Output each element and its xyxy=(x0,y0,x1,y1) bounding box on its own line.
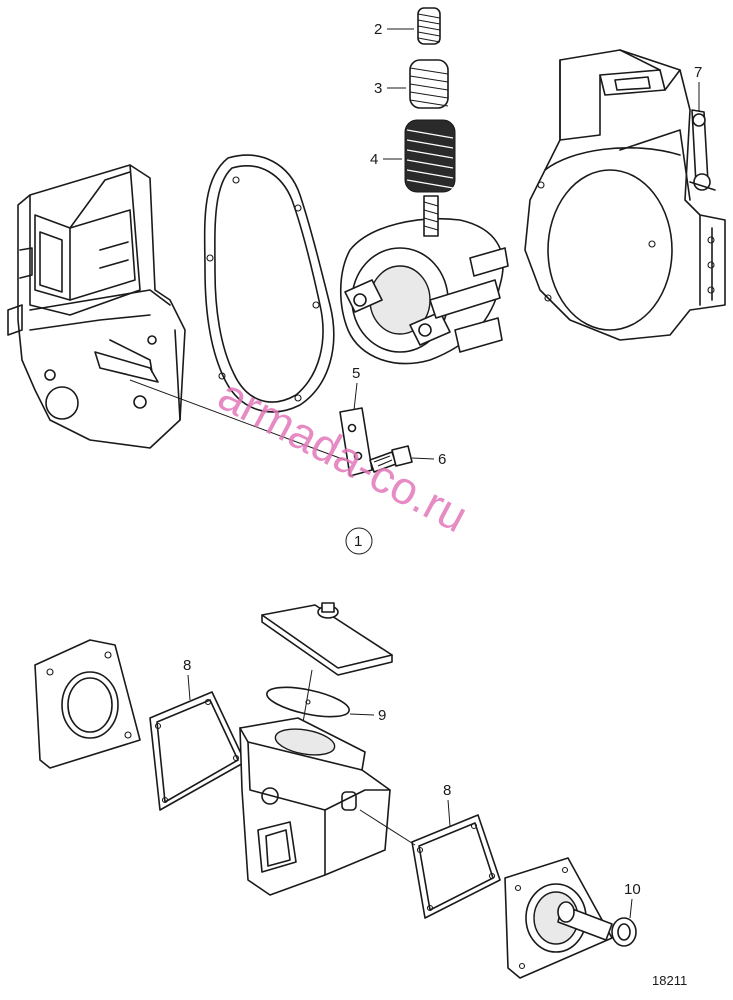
flywheel-housing xyxy=(524,49,726,341)
spring-medium xyxy=(409,59,449,109)
callout-10: 10 xyxy=(624,881,641,919)
label-2: 2 xyxy=(374,21,382,38)
flyweight-assembly xyxy=(339,195,509,365)
label-10: 10 xyxy=(624,881,641,898)
watermark-text: armada-co.ru xyxy=(210,368,476,542)
callout-2: 2 xyxy=(374,21,414,38)
gasket-right xyxy=(411,814,501,919)
label-6: 6 xyxy=(438,451,446,468)
diaphragm-cover xyxy=(261,602,393,676)
lever-arm xyxy=(689,109,716,191)
housing-gasket xyxy=(203,154,335,413)
label-8-right: 8 xyxy=(443,782,451,799)
governor-housing xyxy=(7,164,186,449)
callout-7: 7 xyxy=(694,64,702,112)
callout-4: 4 xyxy=(370,151,402,168)
callout-6: 6 xyxy=(411,451,446,468)
callout-8-right: 8 xyxy=(443,782,451,827)
callout-9: 9 xyxy=(349,707,386,724)
plug xyxy=(557,901,637,947)
end-cover-plate xyxy=(34,639,141,769)
callout-1: 1 xyxy=(345,527,373,555)
figure-reference: 18211 xyxy=(652,973,687,988)
spring-large xyxy=(404,119,456,193)
callout-8-left: 8 xyxy=(183,657,191,701)
valve-body xyxy=(239,717,391,896)
screw-bolt xyxy=(369,445,413,473)
label-8-left: 8 xyxy=(183,657,191,674)
label-5: 5 xyxy=(352,365,360,382)
label-9: 9 xyxy=(378,707,386,724)
label-7: 7 xyxy=(694,64,702,81)
gasket-left xyxy=(149,691,246,811)
lock-plate xyxy=(339,407,373,477)
spring-small xyxy=(417,7,441,45)
callout-5: 5 xyxy=(352,365,360,411)
diaphragm-disc xyxy=(266,686,350,718)
label-3: 3 xyxy=(374,80,382,97)
callout-3: 3 xyxy=(374,80,406,97)
label-4: 4 xyxy=(370,151,378,168)
label-1: 1 xyxy=(354,533,362,550)
